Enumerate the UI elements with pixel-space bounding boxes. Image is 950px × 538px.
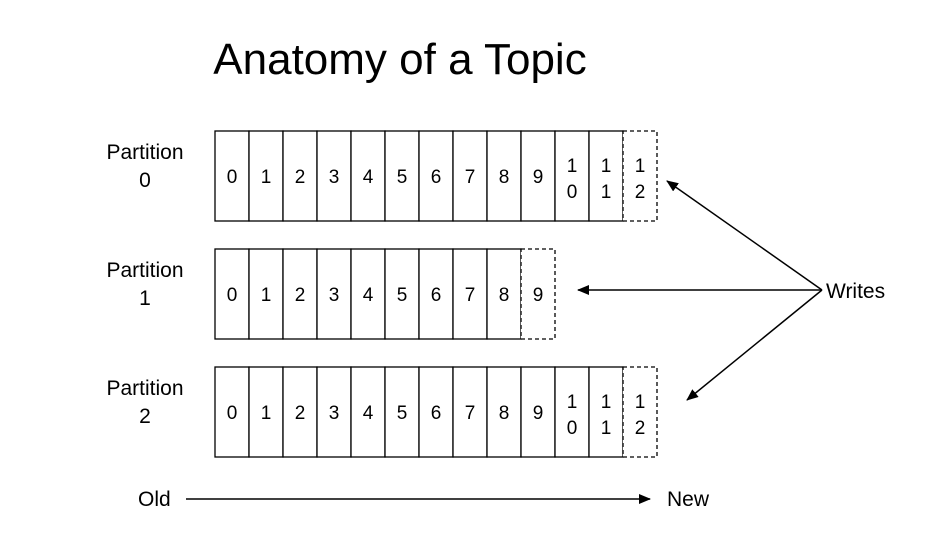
pending-offset-cell [520, 248, 556, 340]
offset-label: 3 [329, 403, 340, 424]
offset-label: 9 [533, 285, 544, 306]
offset-cell [214, 248, 250, 340]
offset-cell [316, 248, 352, 340]
offset-label: 0 [227, 403, 238, 424]
offset-cell [248, 248, 284, 340]
offset-cell [452, 248, 488, 340]
offset-cell [452, 366, 488, 458]
offset-cell [214, 366, 250, 458]
offset-label: 4 [363, 167, 374, 188]
offset-cell [588, 130, 624, 222]
pending-offset-cell [622, 130, 658, 222]
offset-label: 7 [465, 167, 476, 188]
offset-cell [316, 366, 352, 458]
offset-cell [520, 366, 556, 458]
offset-cell [384, 130, 420, 222]
offset-label: 7 [465, 403, 476, 424]
offset-label: 1 [261, 285, 272, 306]
partition-number: 1 [139, 287, 151, 310]
partition-number: 2 [139, 405, 151, 428]
writes-label: Writes [826, 280, 885, 303]
pending-offset-cell [622, 366, 658, 458]
offset-label: 6 [431, 285, 442, 306]
offset-label: 8 [499, 167, 510, 188]
offset-label: 0 [227, 167, 238, 188]
offset-cell [452, 130, 488, 222]
offset-label: 2 [295, 285, 306, 306]
offset-cell [486, 366, 522, 458]
partition-label: Partition [106, 141, 183, 164]
page-title: Anatomy of a Topic [213, 35, 586, 84]
offset-label: 0 [227, 285, 238, 306]
offset-label: 1 [261, 167, 272, 188]
offset-cell [520, 130, 556, 222]
offset-cell [282, 248, 318, 340]
offset-label: 6 [431, 403, 442, 424]
partition-number: 0 [139, 169, 151, 192]
write-arrow-partition-0 [666, 180, 823, 291]
offset-label: 5 [397, 167, 408, 188]
offset-label: 1 [261, 403, 272, 424]
offset-cell [418, 130, 454, 222]
offset-label: 2 [295, 403, 306, 424]
offset-label: 8 [499, 403, 510, 424]
partition-row-1: Partition 1 0 1 2 3 4 5 6 7 8 9 [106, 248, 556, 340]
offset-label: 3 [329, 285, 340, 306]
offset-cell [418, 248, 454, 340]
offset-cell [486, 248, 522, 340]
offset-cell [588, 366, 624, 458]
offset-label: 8 [499, 285, 510, 306]
offset-cell [418, 366, 454, 458]
partition-label: Partition [106, 259, 183, 282]
offset-label: 5 [397, 403, 408, 424]
write-arrow-partition-2 [686, 289, 823, 401]
offset-label: 6 [431, 167, 442, 188]
axis-new-label: New [667, 488, 710, 511]
axis-old-label: Old [138, 488, 171, 511]
offset-cell [282, 130, 318, 222]
offset-label: 9 [533, 167, 544, 188]
offset-label: 5 [397, 285, 408, 306]
offset-label: 2 [295, 167, 306, 188]
offset-label: 4 [363, 403, 374, 424]
offset-cell [214, 130, 250, 222]
offset-cell [248, 130, 284, 222]
offset-cell [486, 130, 522, 222]
offset-cell [282, 366, 318, 458]
offset-label: 7 [465, 285, 476, 306]
offset-cell [350, 130, 386, 222]
offset-label: 3 [329, 167, 340, 188]
offset-label: 9 [533, 403, 544, 424]
partition-label: Partition [106, 377, 183, 400]
offset-label: 4 [363, 285, 374, 306]
